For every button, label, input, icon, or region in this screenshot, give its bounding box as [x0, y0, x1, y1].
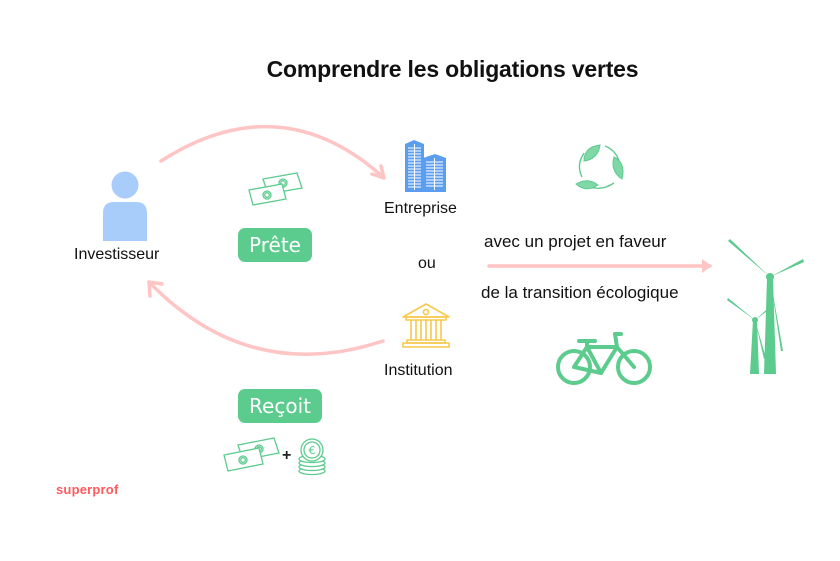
wind-turbines-icon — [727, 239, 804, 374]
recycle-leaves-icon — [575, 144, 624, 190]
project-text-line1: avec un projet en faveur — [484, 232, 667, 251]
lend-badge: Prête — [238, 228, 312, 262]
bicycle-icon — [556, 332, 652, 385]
banknotes-icon — [248, 172, 303, 206]
brand-logo: superprof — [56, 482, 119, 497]
or-separator: ou — [418, 255, 436, 272]
investor-label: Investisseur — [74, 246, 160, 263]
banknotes-icon — [223, 437, 280, 472]
coins-stack-icon: € — [298, 438, 326, 476]
receive-badge: Reçoit — [238, 389, 322, 423]
project-text-line2: de la transition écologique — [481, 283, 679, 302]
plus-operator: + — [282, 447, 292, 464]
person-icon — [103, 171, 147, 241]
institution-label: Institution — [384, 362, 453, 379]
page-title: Comprendre les obligations vertes — [266, 56, 639, 82]
company-label: Entreprise — [384, 200, 457, 217]
buildings-icon — [405, 140, 446, 192]
bank-building-icon — [402, 303, 450, 348]
svg-text:€: € — [309, 444, 316, 457]
